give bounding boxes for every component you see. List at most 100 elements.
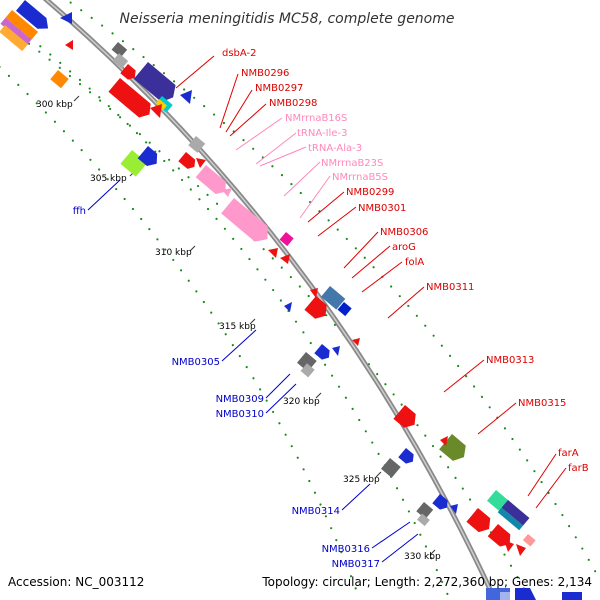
callout-line — [351, 245, 391, 279]
gene-glyph[interactable] — [137, 146, 162, 170]
gene-label[interactable]: tRNA-Ala-3 — [308, 143, 362, 154]
gene-glyph[interactable] — [178, 152, 198, 171]
gene-glyph[interactable] — [0, 10, 39, 46]
tick-label: 315 kbp — [219, 322, 256, 332]
gene-glyph[interactable] — [337, 302, 352, 317]
gene-label[interactable]: NMrrnaB16S — [285, 113, 347, 124]
gene-glyph[interactable] — [504, 540, 514, 552]
gene-glyph[interactable] — [398, 448, 416, 466]
tick-label: 330 kbp — [404, 552, 441, 562]
gene-glyph[interactable] — [50, 70, 69, 89]
gene-label[interactable]: NMB0298 — [269, 98, 317, 109]
gene-glyph[interactable] — [195, 165, 231, 198]
gene-label[interactable]: ffh — [73, 206, 86, 217]
gene-glyph[interactable] — [268, 248, 278, 258]
gene-glyph[interactable] — [440, 436, 448, 446]
gene-glyph[interactable] — [432, 494, 450, 512]
gene-glyph[interactable] — [304, 296, 331, 323]
gene-label[interactable]: aroG — [392, 242, 416, 253]
gene-label[interactable]: NMB0296 — [241, 68, 289, 79]
tick-mark — [315, 392, 322, 399]
gene-glyph[interactable] — [196, 158, 206, 168]
gene-glyph[interactable] — [180, 90, 192, 104]
gene-glyph[interactable] — [279, 232, 294, 247]
tick-mark — [249, 318, 256, 325]
gene-glyph[interactable] — [321, 286, 346, 310]
callout-line — [87, 179, 121, 211]
gene-label[interactable]: NMrrnaB23S — [321, 158, 383, 169]
callout-line — [535, 467, 567, 509]
gene-glyph[interactable] — [188, 136, 206, 153]
callout-line — [307, 191, 345, 223]
callout-line — [259, 146, 307, 167]
gene-glyph[interactable] — [106, 42, 133, 69]
gene-glyph[interactable] — [133, 62, 180, 106]
tick-mark — [73, 95, 80, 102]
gene-label[interactable]: NMB0310 — [216, 409, 264, 420]
gene-label[interactable]: NMB0313 — [486, 355, 534, 366]
callout-line — [265, 383, 297, 414]
gene-glyph[interactable] — [150, 104, 162, 118]
gene-glyph[interactable] — [0, 24, 28, 52]
gene-glyph[interactable] — [412, 502, 436, 527]
tick-mark — [189, 245, 196, 252]
callout-line — [317, 206, 357, 237]
callout-line — [341, 483, 371, 511]
tick-mark — [429, 549, 436, 556]
gene-glyph[interactable] — [393, 405, 420, 432]
gene-glyph[interactable] — [515, 588, 536, 600]
gene-label[interactable]: NMB0317 — [332, 559, 380, 570]
track-dots-inner-2 — [18, 28, 452, 600]
gene-glyph[interactable] — [120, 64, 138, 82]
gene-glyph[interactable] — [284, 302, 292, 312]
gene-glyph[interactable] — [516, 544, 526, 556]
gene-label[interactable]: NMB0306 — [380, 227, 428, 238]
gene-label[interactable]: NMrrnaB5S — [332, 172, 388, 183]
gene-glyph[interactable] — [280, 254, 290, 264]
gene-label[interactable]: NMB0305 — [172, 357, 220, 368]
gene-label[interactable]: folA — [405, 257, 424, 268]
gene-glyph[interactable] — [60, 12, 72, 24]
gene-label[interactable]: farB — [568, 463, 589, 474]
gene-glyph[interactable] — [352, 338, 360, 346]
gene-glyph[interactable] — [522, 534, 536, 547]
gene-glyph[interactable] — [381, 458, 401, 478]
gene-glyph[interactable] — [108, 78, 155, 121]
callout-line — [527, 453, 557, 497]
gene-label[interactable]: tRNA-Ile-3 — [297, 128, 347, 139]
gene-glyph[interactable] — [294, 352, 319, 378]
gene-glyph[interactable] — [439, 434, 470, 465]
callout-line — [255, 132, 297, 165]
callout-line — [225, 89, 253, 133]
gene-label[interactable]: farA — [558, 448, 579, 459]
gene-glyph[interactable] — [314, 344, 332, 362]
callout-line — [361, 261, 403, 293]
gene-label[interactable]: NMB0299 — [346, 187, 394, 198]
tick-mark — [375, 471, 382, 478]
gene-glyph[interactable] — [16, 0, 53, 34]
gene-label[interactable]: NMB0311 — [426, 282, 474, 293]
gene-glyph[interactable] — [310, 288, 318, 298]
map-title: Neisseria meningitidis MC58, complete ge… — [119, 11, 454, 27]
gene-glyph[interactable] — [120, 150, 148, 177]
gene-glyph[interactable] — [65, 40, 73, 50]
gene-glyph[interactable] — [500, 592, 514, 600]
gene-label[interactable]: NMB0316 — [322, 544, 370, 555]
gene-glyph[interactable] — [222, 188, 232, 197]
gene-glyph[interactable] — [221, 198, 274, 247]
tick-label: 310 kbp — [155, 248, 192, 258]
gene-glyph[interactable] — [466, 508, 494, 536]
gene-label[interactable]: NMB0301 — [358, 203, 406, 214]
callout-line — [381, 533, 419, 563]
tick-labels: 300 kbp 305 kbp 310 kbp 315 kbp 320 kbp … — [36, 100, 441, 562]
gene-glyph[interactable] — [497, 500, 530, 531]
gene-label[interactable]: NMB0309 — [216, 394, 264, 405]
gene-label[interactable]: dsbA-2 — [222, 48, 257, 59]
gene-label[interactable]: NMB0315 — [518, 398, 566, 409]
callout-line — [265, 373, 291, 399]
gene-glyph[interactable] — [450, 504, 458, 514]
gene-glyph[interactable] — [562, 592, 582, 600]
gene-glyph[interactable] — [332, 346, 340, 356]
gene-label[interactable]: NMB0297 — [255, 83, 303, 94]
gene-label[interactable]: NMB0314 — [292, 506, 340, 517]
